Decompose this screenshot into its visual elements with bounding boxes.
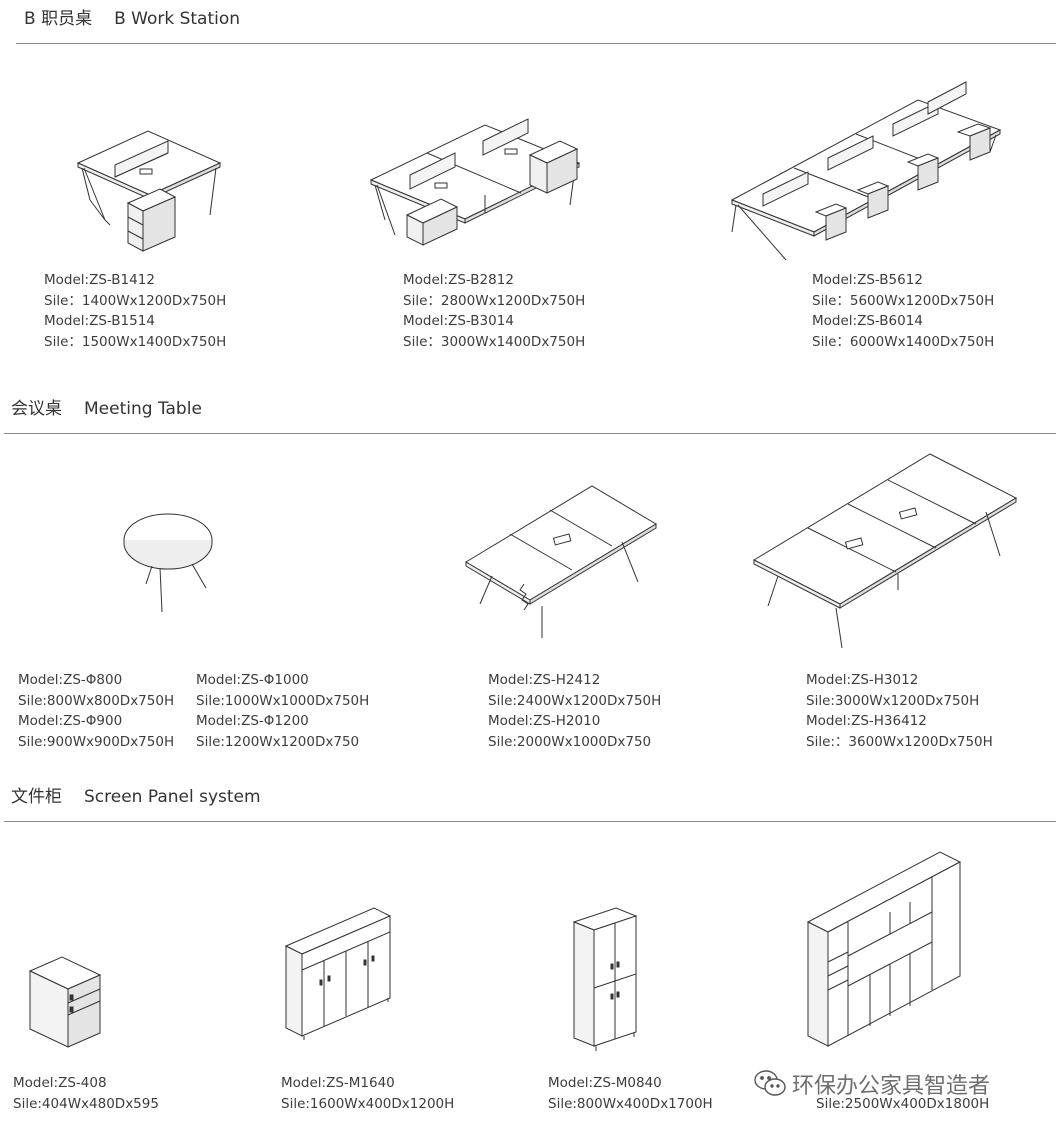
workstation-spec-1: Model:ZS-B1412 Sile：1400Wx1200Dx750H Mod… [44,270,226,352]
section-title-meeting: 会议桌 Meeting Table [11,394,202,419]
meeting-table-2400-illustration [462,484,662,642]
combination-cabinet-illustration [804,850,964,1050]
size-label: Sile:2500Wx400Dx1800H [816,1095,990,1112]
workstation-spec-2: Model:ZS-B2812 Sile：2800Wx1200Dx750H Mod… [403,270,585,352]
cabinet-spec-4: Sile:2500Wx400Dx1800H [816,1073,989,1114]
model-label: Model:ZS-B6014 [812,313,923,330]
size-label: Sile:900Wx900Dx750H [18,733,175,750]
size-label: Sile:1600Wx400Dx1200H [281,1095,455,1112]
model-label: Model:ZS-B2812 [403,272,514,288]
size-label: Sile:800Wx400Dx1700H [548,1095,713,1112]
section-title-cn: B 职员桌 [24,9,93,29]
cabinet-spec-1: Model:ZS-408 Sile:404Wx480Dx595 [13,1073,159,1114]
model-label: Model:ZS-B3014 [403,313,514,330]
section-divider [4,821,1056,822]
section-title-workstation: B 职员桌 B Work Station [24,4,240,29]
workstation-2-seat-illustration [70,125,230,255]
size-label: Sile:3000Wx1200Dx750H [806,692,980,709]
model-label: Model:ZS-408 [13,1075,107,1091]
section-title-cabinet: 文件柜 Screen Panel system [11,782,261,807]
workstation-6-seat-illustration [728,72,1003,262]
model-label: Model:ZS-M0840 [548,1075,662,1091]
model-label: Model:ZS-B1412 [44,272,155,288]
model-label: Model:ZS-M1640 [281,1075,395,1091]
size-label: Sile:2400Wx1200Dx750H [488,692,662,709]
round-table-illustration [120,508,220,616]
mobile-pedestal-illustration [26,953,106,1051]
section-title-en: B Work Station [114,9,241,29]
model-label: Model:ZS-B5612 [812,272,923,288]
model-label: Model:ZS-Φ800 [18,672,123,688]
workstation-4-seat-illustration [365,95,590,245]
low-cabinet-illustration [282,906,394,1040]
cabinet-spec-3: Model:ZS-M0840 Sile:800Wx400Dx1700H [548,1073,713,1114]
model-label: Model:ZS-H2010 [488,713,601,730]
model-label: Model:ZS-H36412 [806,713,927,730]
meeting-spec-2: Model:ZS-Φ1000 Sile:1000Wx1000Dx750H Mod… [196,670,369,752]
size-label: Sile:800Wx800Dx750H [18,692,175,709]
model-label: Model:ZS-H2412 [488,672,601,688]
meeting-table-3000-illustration [750,452,1020,650]
size-label: Sile:404Wx480Dx595 [13,1095,159,1112]
section-title-cn: 文件柜 [11,787,62,807]
size-label: Sile：3000Wx1400Dx750H [403,333,586,350]
meeting-spec-4: Model:ZS-H3012 Sile:3000Wx1200Dx750H Mod… [806,670,993,752]
size-label: Sile：6000Wx1400Dx750H [812,333,995,350]
meeting-spec-1: Model:ZS-Φ800 Sile:800Wx800Dx750H Model:… [18,670,174,752]
size-label: Sile：2800Wx1200Dx750H [403,292,586,309]
section-title-en: Screen Panel system [84,787,261,807]
size-label: Sile:：3600Wx1200Dx750H [806,733,993,750]
model-label: Model:ZS-Φ1200 [196,713,309,730]
meeting-spec-3: Model:ZS-H2412 Sile:2400Wx1200Dx750H Mod… [488,670,661,752]
size-label: Sile:1000Wx1000Dx750H [196,692,370,709]
wechat-icon [753,1068,787,1098]
section-divider [4,433,1056,434]
model-label: Model:ZS-Φ900 [18,713,123,730]
cabinet-spec-2: Model:ZS-M1640 Sile:1600Wx400Dx1200H [281,1073,454,1114]
tall-cabinet-illustration [570,906,642,1054]
watermark-text: 环保办公家具智造者 [792,1074,991,1099]
size-label: Sile：5600Wx1200Dx750H [812,292,995,309]
size-label: Sile：1500Wx1400Dx750H [44,333,227,350]
section-title-en: Meeting Table [84,399,202,419]
size-label: Sile:1200Wx1200Dx750 [196,733,360,750]
model-label: Model:ZS-H3012 [806,672,919,688]
size-label: Sile:2000Wx1000Dx750 [488,733,652,750]
section-title-cn: 会议桌 [11,399,62,419]
section-divider [16,43,1056,44]
model-label: Model:ZS-B1514 [44,313,155,330]
size-label: Sile：1400Wx1200Dx750H [44,292,227,309]
model-label: Model:ZS-Φ1000 [196,672,309,688]
workstation-spec-3: Model:ZS-B5612 Sile：5600Wx1200Dx750H Mod… [812,270,994,352]
